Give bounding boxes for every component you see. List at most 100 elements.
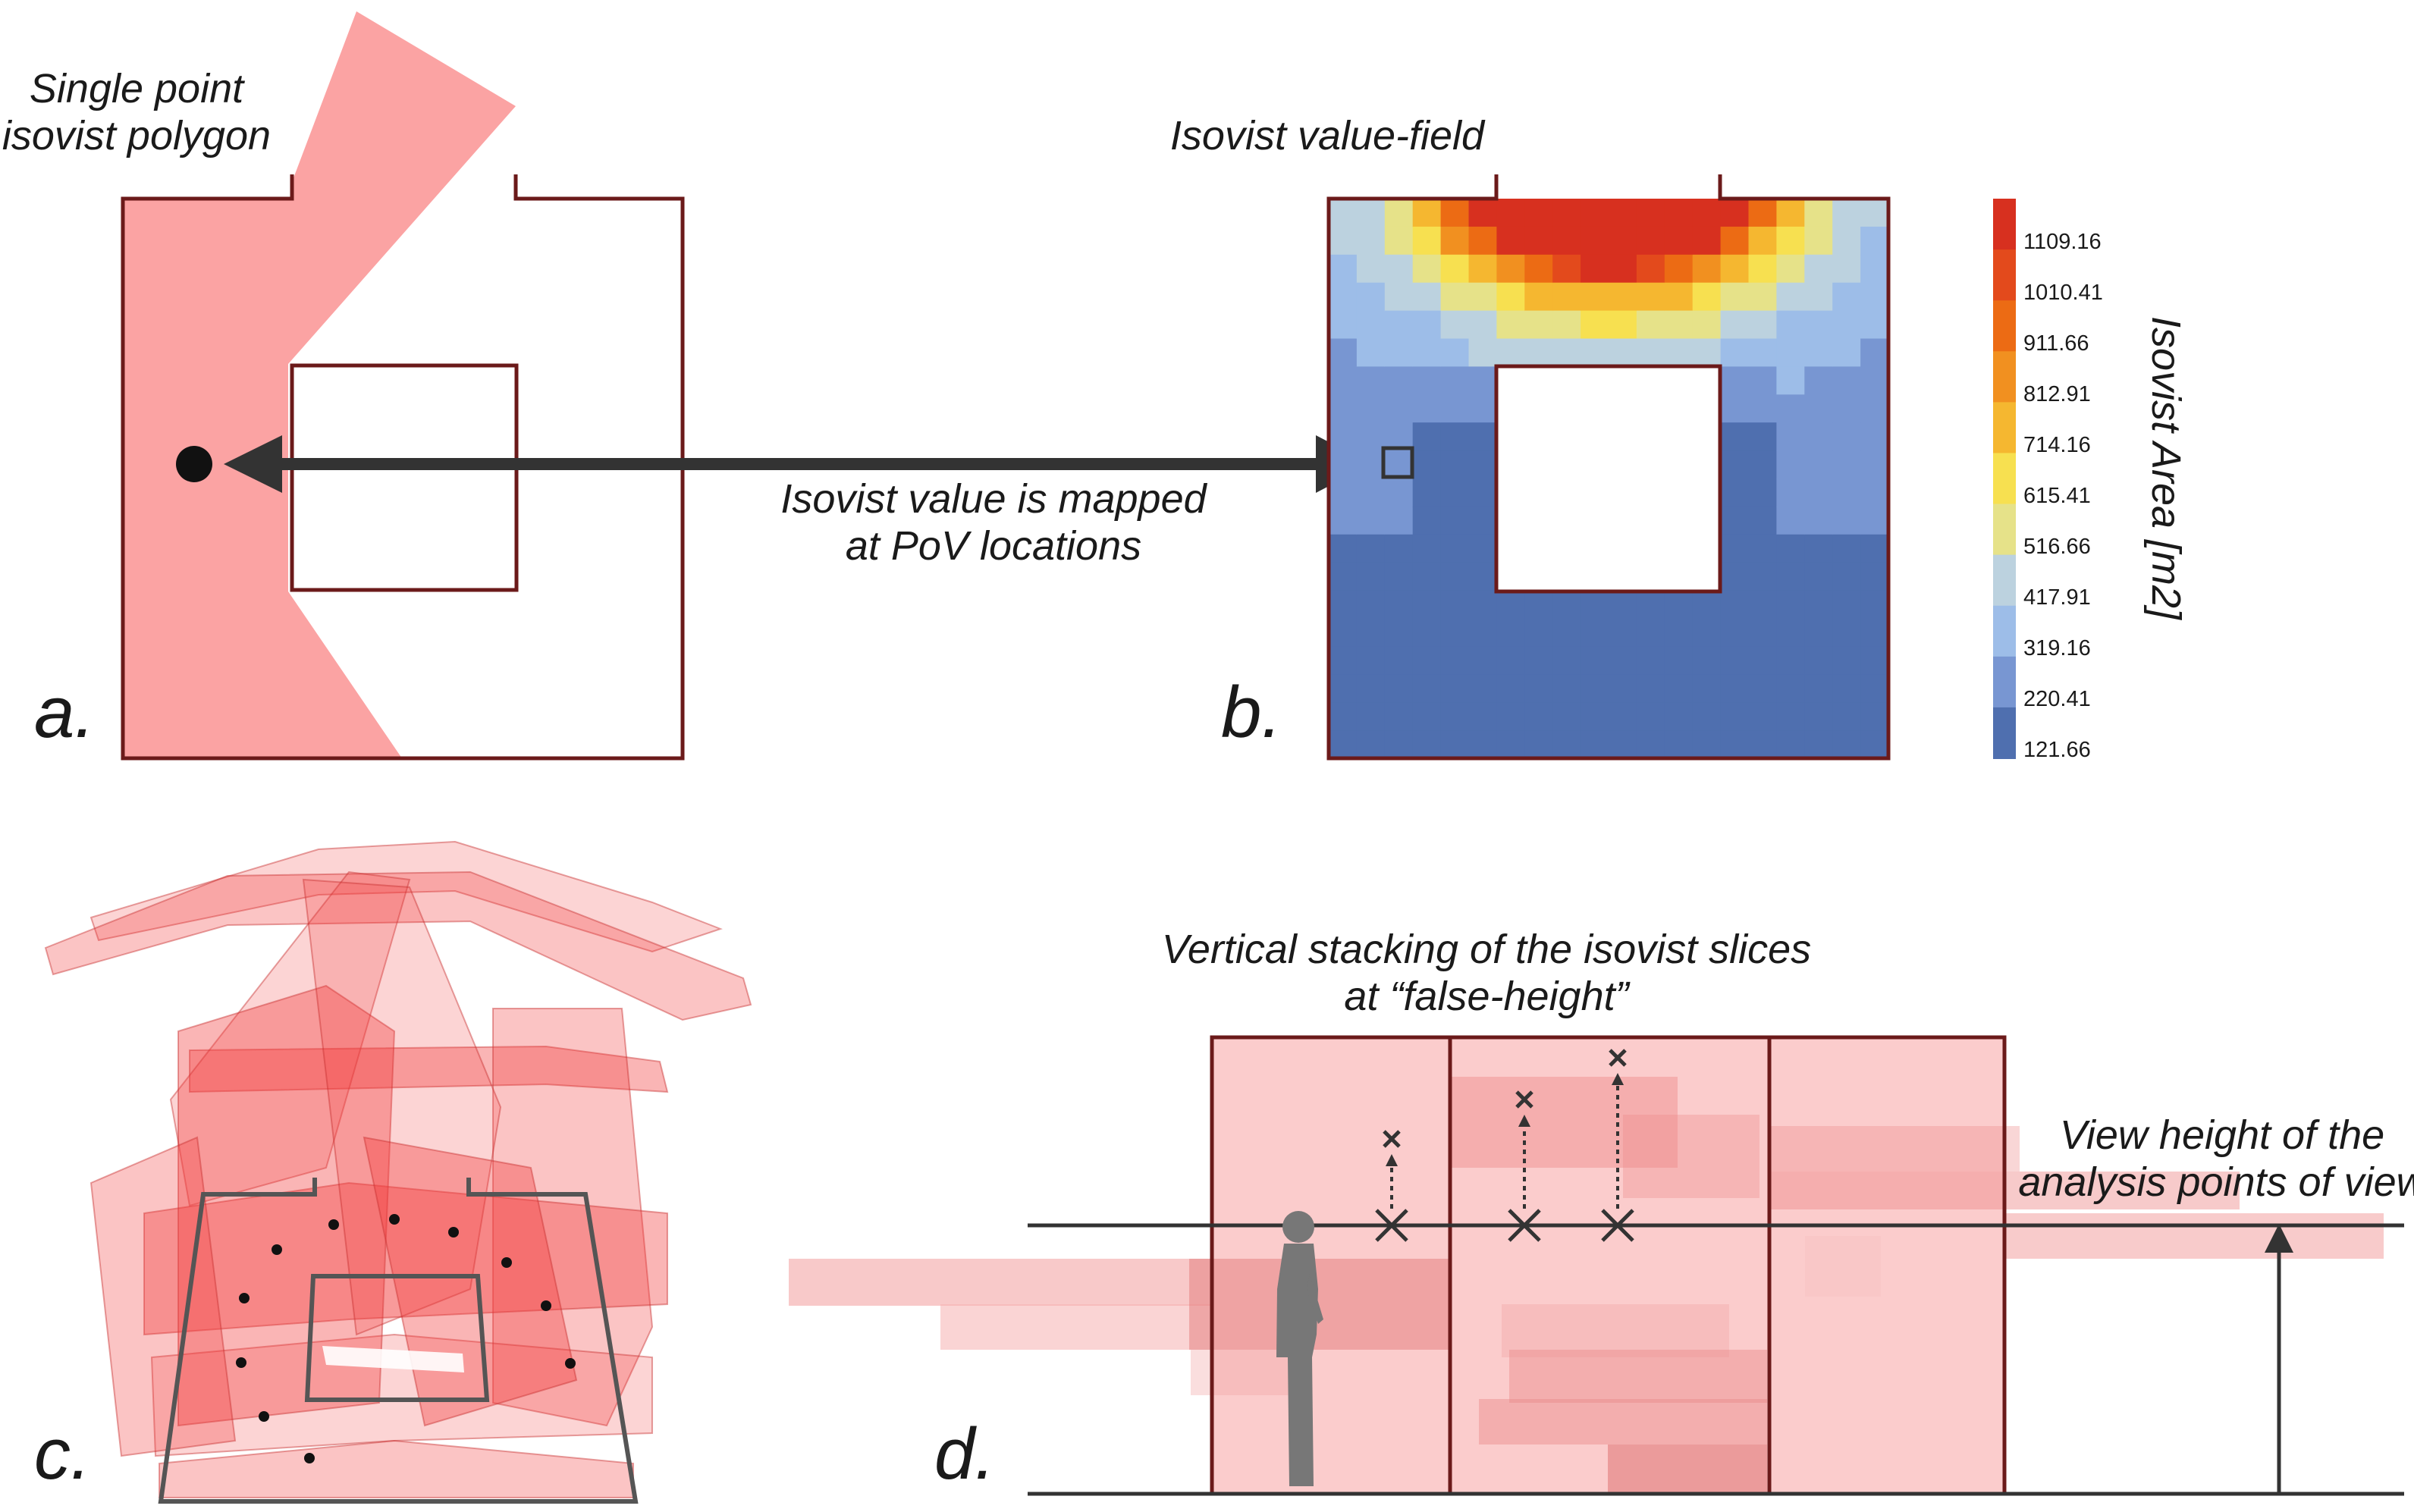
value-field-cell	[1609, 618, 1637, 647]
value-field-cell	[1412, 366, 1442, 395]
value-field-cell	[1552, 310, 1581, 340]
value-field-cell	[1384, 478, 1414, 507]
value-field-cell	[1384, 226, 1414, 256]
value-field-cell	[1524, 674, 1553, 703]
panel-d-title-line1: Vertical stacking of the isovist slices	[1162, 927, 1811, 972]
value-field-cell	[1609, 338, 1637, 367]
value-field-cell	[1636, 338, 1665, 367]
value-field-cell	[1860, 422, 1889, 451]
panel-d-letter: d.	[934, 1413, 995, 1495]
inner-block-c	[304, 1274, 490, 1402]
isovist-slice	[789, 1259, 1213, 1306]
colorbar-title: Isovist Area [m2]	[2143, 316, 2189, 621]
colorbar-segment	[1993, 402, 2016, 454]
value-field-cell	[1636, 730, 1665, 759]
value-field-cell	[1832, 506, 1861, 535]
analysis-point	[389, 1214, 400, 1225]
value-field-cell	[1356, 450, 1386, 479]
value-field-cell	[1384, 562, 1414, 591]
value-field-cell	[1636, 590, 1665, 620]
analysis-point	[328, 1219, 339, 1230]
value-field-cell	[1412, 534, 1442, 563]
analysis-point	[304, 1453, 315, 1463]
value-field-cell	[1636, 199, 1665, 227]
colorbar-segment	[1993, 199, 2016, 251]
value-field-cell	[1804, 254, 1833, 284]
value-field-cell	[1776, 282, 1805, 312]
value-field-cell	[1636, 254, 1665, 284]
pov-cross	[1375, 1209, 1408, 1242]
value-field-cell	[1412, 338, 1442, 367]
value-field-cell	[1329, 534, 1358, 563]
value-field-cell	[1776, 730, 1805, 759]
value-field-cell	[1468, 590, 1497, 620]
value-field-cell	[1776, 310, 1805, 340]
value-field-cell	[1692, 702, 1722, 731]
value-field-cell	[1776, 394, 1805, 423]
value-field-cell	[1384, 282, 1414, 312]
arrow-caption-line1: Isovist value is mapped	[780, 476, 1207, 522]
value-field-cell	[1832, 562, 1861, 591]
value-field-cell	[1860, 646, 1889, 675]
panel-a-letter: a.	[34, 672, 95, 753]
value-field-cell	[1609, 702, 1637, 731]
value-field-cell	[1748, 534, 1777, 563]
value-field-cell	[1860, 506, 1889, 535]
value-field-cell	[1776, 590, 1805, 620]
value-field-cell	[1468, 562, 1497, 591]
value-field-cell	[1748, 730, 1777, 759]
value-field-cell	[1468, 254, 1497, 284]
value-field-cell	[1748, 618, 1777, 647]
value-field-cell	[1356, 310, 1386, 340]
panel-c: c.	[34, 840, 752, 1504]
panel-a-title-line2: isovist polygon	[2, 113, 271, 158]
value-field-cell	[1440, 422, 1470, 451]
arrow-caption-line2: at PoV locations	[846, 523, 1141, 569]
value-field-cell	[1384, 674, 1414, 703]
value-field-cell	[1552, 674, 1581, 703]
pov-cell-marker	[1381, 446, 1414, 479]
value-field-cell	[1440, 394, 1470, 423]
value-field-cell	[1356, 282, 1386, 312]
value-field-cell	[1609, 646, 1637, 675]
value-field-cell	[1440, 478, 1470, 507]
colorbar-tick-label: 121.66	[2023, 738, 2091, 762]
value-field-cell	[1384, 394, 1414, 423]
value-field-cell	[1581, 702, 1609, 731]
value-field-cell	[1356, 534, 1386, 563]
colorbar-segment	[1993, 503, 2016, 556]
value-field-cell	[1692, 199, 1722, 227]
value-field-cell	[1832, 338, 1861, 367]
value-field-cell	[1440, 310, 1470, 340]
value-field-cell	[1636, 702, 1665, 731]
value-field-cell	[1412, 562, 1442, 591]
value-field-cell	[1412, 199, 1442, 227]
value-field-cell	[1832, 450, 1861, 479]
value-field-cell	[1552, 338, 1581, 367]
value-field-cell	[1748, 562, 1777, 591]
value-field-cell	[1804, 394, 1833, 423]
value-field-cell	[1720, 199, 1750, 227]
value-field-cell	[1440, 338, 1470, 367]
value-field-cell	[1384, 590, 1414, 620]
value-field-cell	[1748, 282, 1777, 312]
value-field-cell	[1664, 199, 1694, 227]
value-field-cell	[1832, 366, 1861, 395]
value-field-cell	[1804, 562, 1833, 591]
isovist-slice	[1608, 1445, 1767, 1494]
value-field-cell	[1552, 702, 1581, 731]
value-field-cell	[1804, 590, 1833, 620]
value-field-cell	[1776, 450, 1805, 479]
value-field-cell	[1832, 226, 1861, 256]
value-field-cell	[1860, 282, 1889, 312]
value-field-cell	[1384, 730, 1414, 759]
isovist-volume-slice	[44, 870, 752, 1021]
value-field-cell	[1664, 618, 1694, 647]
value-field-cell	[1776, 618, 1805, 647]
value-field-cell	[1748, 366, 1777, 395]
isovist-volume-slice	[89, 840, 723, 953]
value-field-cell	[1832, 254, 1861, 284]
value-field-cell	[1804, 338, 1833, 367]
value-field-cell	[1329, 199, 1358, 227]
